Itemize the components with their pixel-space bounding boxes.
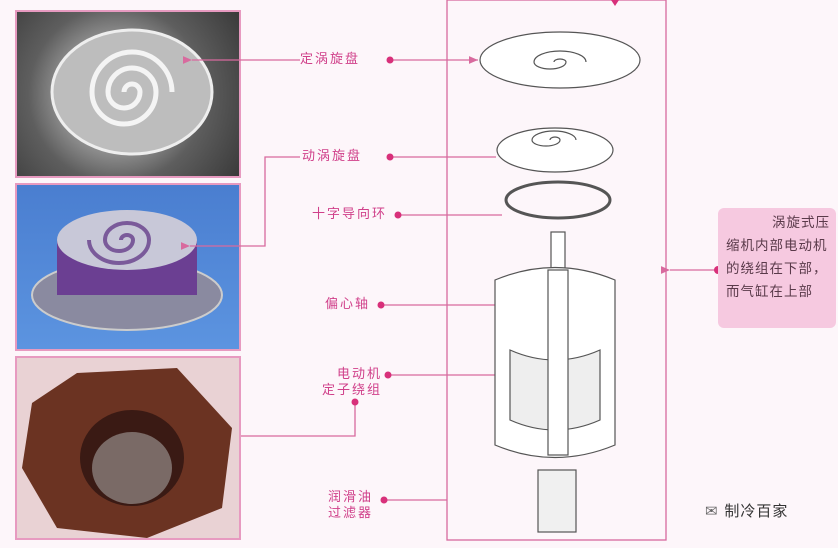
- wechat-icon: ✉: [705, 502, 719, 520]
- orbiting-scroll-illustration: [31, 210, 223, 331]
- label-motor-stator-line2: 定子绕组: [322, 383, 383, 398]
- note-rest: 缩机内部电动机的绕组在下部，而气缸在上部: [726, 238, 828, 300]
- label-oldham-ring: 十字导向环: [312, 207, 388, 222]
- label-motor-stator: 电动机 定子绕组: [322, 367, 382, 399]
- label-oil-filter-line2: 过滤器: [328, 506, 374, 521]
- watermark: ✉ 制冷百家: [705, 500, 788, 521]
- exploded-compressor-drawing: [479, 31, 641, 533]
- label-oil-filter: 润滑油 过滤器: [328, 490, 373, 522]
- label-orbiting-scroll: 动涡旋盘: [302, 149, 363, 164]
- motor-stator-photo: [15, 356, 241, 540]
- fixed-scroll-photo: [15, 10, 241, 178]
- label-oil-filter-line1: 润滑油: [328, 490, 374, 505]
- motor-stator-illustration: [22, 368, 232, 538]
- note-line1: 涡旋式压: [772, 215, 830, 231]
- label-motor-stator-line1: 电动机: [337, 367, 383, 382]
- label-fixed-scroll: 定涡旋盘: [300, 52, 361, 67]
- label-eccentric-shaft: 偏心轴: [325, 297, 371, 312]
- orbiting-scroll-photo: [15, 183, 241, 351]
- watermark-text: 制冷百家: [724, 502, 789, 520]
- fixed-scroll-illustration: [50, 28, 214, 156]
- note-box: 涡旋式压缩机内部电动机的绕组在下部，而气缸在上部: [718, 208, 836, 328]
